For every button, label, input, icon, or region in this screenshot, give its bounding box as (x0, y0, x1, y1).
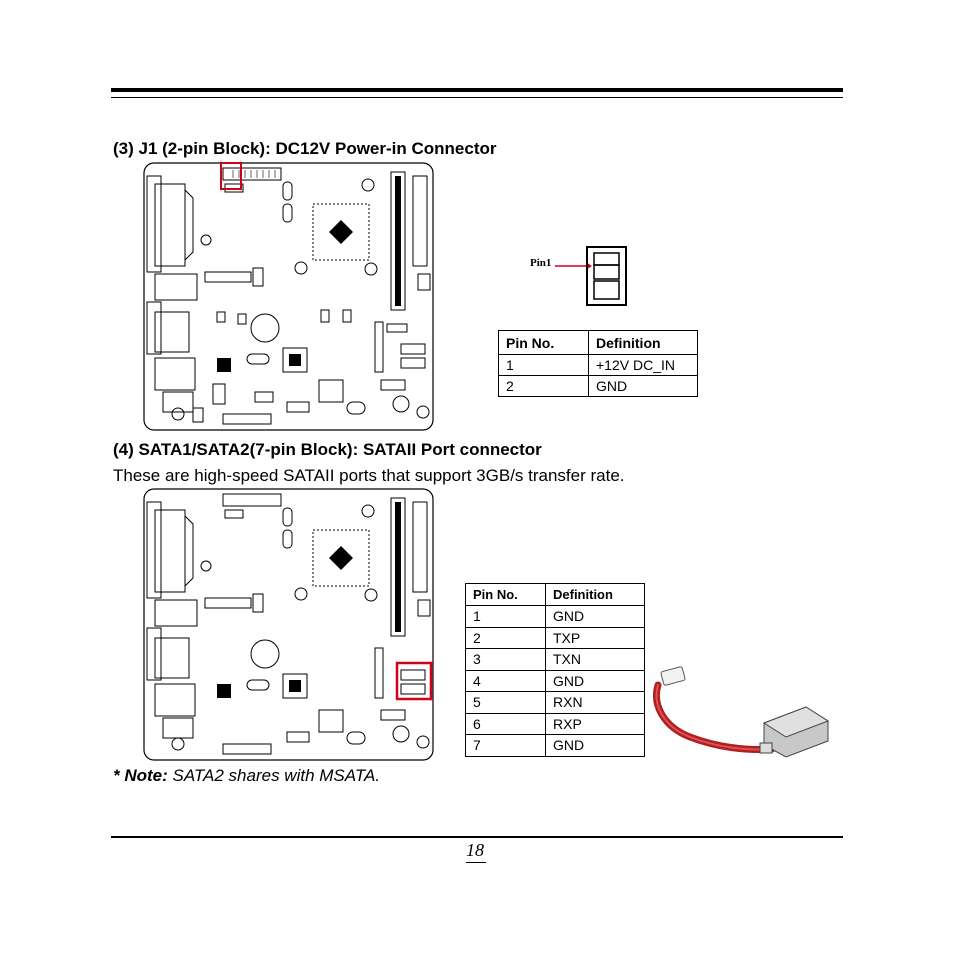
j1-pin-table: Pin No. Definition 1 +12V DC_IN 2 GND (498, 330, 698, 397)
pin-definition: +12V DC_IN (588, 354, 698, 376)
pin-definition: TXN (545, 648, 645, 671)
pin-number: 3 (465, 648, 546, 671)
pin-number: 2 (465, 626, 546, 649)
pin-definition: RXN (545, 691, 645, 714)
pin1-label: Pin1 (530, 257, 552, 269)
table-row: 1 +12V DC_IN (498, 354, 698, 376)
page-number-underline (466, 862, 486, 863)
pin-definition: RXP (545, 712, 645, 735)
header-rule-thick (111, 88, 843, 92)
note-text: * Note: SATA2 shares with MSATA. (113, 766, 380, 786)
note-prefix: * Note: (113, 766, 168, 785)
pin-definition: GND (545, 669, 645, 692)
note-body: SATA2 shares with MSATA. (167, 766, 381, 785)
section-4-description: These are high-speed SATAII ports that s… (113, 466, 625, 485)
j1-connector-diagram (555, 246, 627, 306)
pin-number: 1 (498, 354, 589, 376)
pin-number: 7 (465, 734, 546, 757)
table-header-definition: Definition (545, 583, 645, 606)
pin-number: 5 (465, 691, 546, 714)
pin-definition: TXP (545, 626, 645, 649)
pin-number: 1 (465, 605, 546, 628)
section-4-heading: (4) SATA1/SATA2(7-pin Block): SATAII Por… (113, 440, 542, 459)
header-rule-thin (111, 97, 843, 98)
motherboard-diagram-sata (143, 488, 434, 761)
table-header-pin: Pin No. (498, 330, 589, 355)
table-header-pin: Pin No. (465, 583, 546, 606)
pin-definition: GND (545, 605, 645, 628)
pin-number: 4 (465, 669, 546, 692)
table-header-definition: Definition (588, 330, 698, 355)
table-row: 2 GND (498, 375, 698, 397)
footer-rule (111, 836, 843, 838)
sata-cable-image (653, 666, 830, 758)
pin-number: 6 (465, 712, 546, 735)
pin-definition: GND (588, 375, 698, 397)
page-number: 18 (466, 840, 484, 860)
motherboard-diagram-j1 (143, 162, 434, 431)
section-3-heading: (3) J1 (2-pin Block): DC12V Power-in Con… (113, 139, 497, 158)
pin-definition: GND (545, 734, 645, 757)
pin-number: 2 (498, 375, 589, 397)
